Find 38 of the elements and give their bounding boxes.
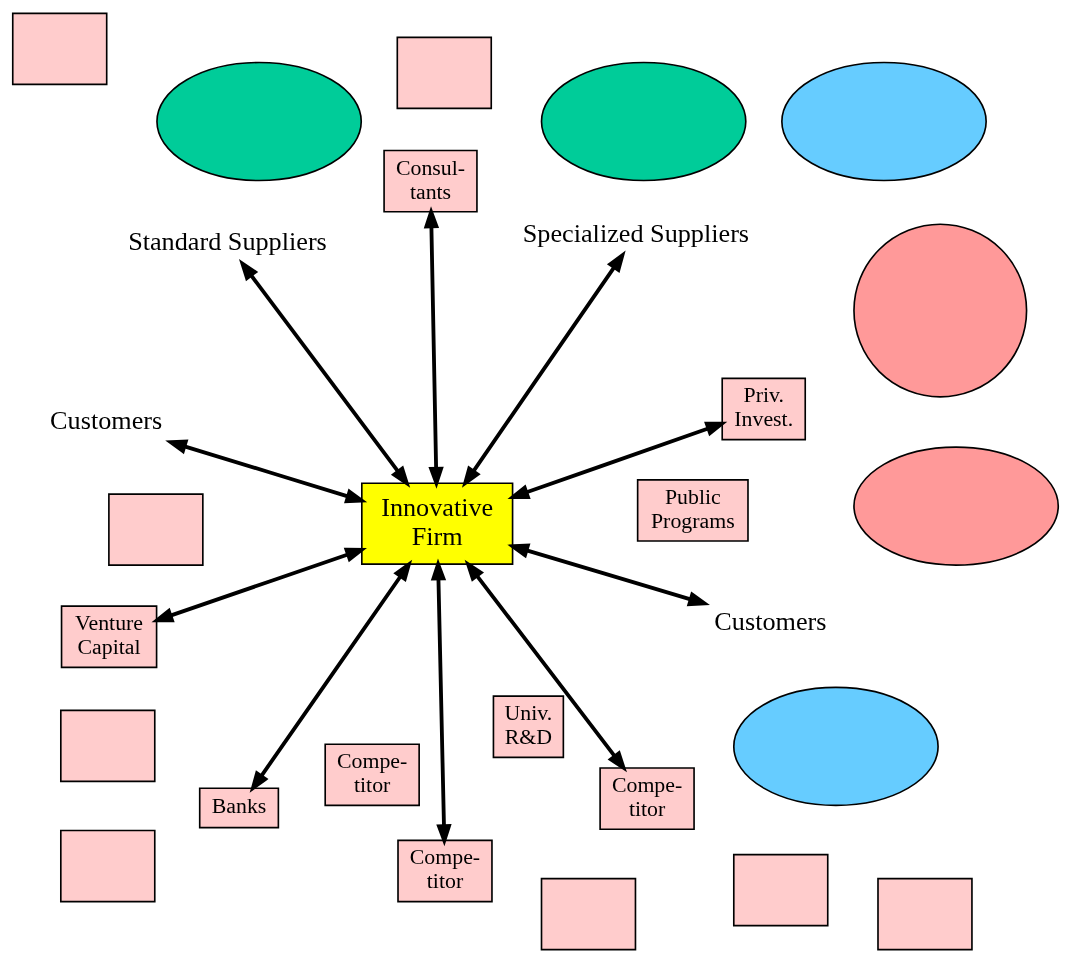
node-box: Banks [198,786,280,828]
node-box: Innovative Firm [361,481,514,565]
node-box: Univ. R&D [492,694,565,758]
node-box: Venture Capital [60,604,158,668]
node-ellipse [732,686,939,806]
node-box [396,36,493,109]
node-ellipse [853,445,1060,566]
node-box: Priv. Invest. [721,377,807,440]
node-box: Compe- titor [599,766,695,830]
node-ellipse [540,61,747,181]
arrow [461,250,626,488]
arrow [151,547,367,622]
node-ellipse [781,61,987,181]
node-box [108,492,204,566]
arrow [423,205,444,489]
node-box [877,877,973,950]
arrow [507,421,728,499]
arrow [238,258,411,488]
node-ellipse [156,61,363,181]
node-box: Public Programs [636,478,749,542]
node-box [60,829,156,902]
node-circle [853,222,1028,398]
node-text: Standard Suppliers [128,226,327,256]
node-box: Compe- titor [397,839,493,902]
node-text: Customers [714,606,827,636]
node-box [732,853,829,926]
arrow [507,543,710,606]
node-box: Consul- tants [383,149,478,212]
node-text: Specialized Suppliers [522,218,750,248]
arrow [430,557,452,846]
arrow [464,559,627,772]
node-box [540,877,637,950]
node-box [60,709,156,782]
node-box [11,12,108,85]
node-text: Customers [50,405,163,435]
node-box: Compe- titor [324,742,420,806]
arrow [249,559,413,793]
arrow [165,439,368,503]
